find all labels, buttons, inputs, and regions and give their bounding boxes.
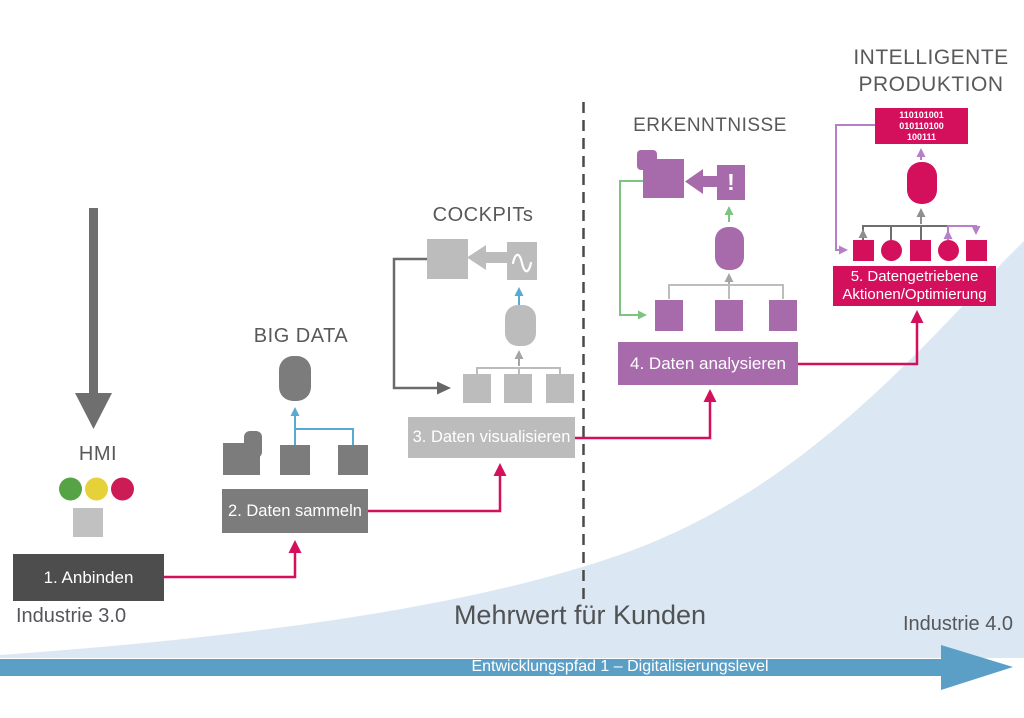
heading-line: INTELLIGENTE: [853, 46, 1009, 69]
data-square: [715, 300, 743, 331]
data-source-square: [280, 445, 310, 475]
blue-tree-lines: [294, 428, 354, 445]
hmi-terminal-icon: [73, 508, 103, 537]
actuator-square: [910, 240, 931, 261]
aggregator-pill-icon: [505, 305, 536, 346]
green-feedback-line: [619, 180, 647, 320]
actuator-square: [966, 240, 987, 261]
tree-lines: [862, 225, 948, 240]
binary-line: 100111: [906, 132, 937, 142]
data-source-square: [338, 445, 368, 475]
step-label-line: 5. Datengetriebene: [850, 268, 979, 285]
factory-icon: [637, 150, 684, 198]
step-box-1-anbinden: 1. Anbinden: [13, 554, 164, 601]
tree-lines: [476, 367, 561, 374]
data-square: [463, 374, 491, 403]
hmi-down-arrow-icon: [75, 208, 112, 429]
connector-step3-step4: [575, 389, 717, 440]
status-light-yellow: [85, 477, 108, 501]
hmi-heading: HMI: [78, 443, 118, 465]
connector-step4-step5: [798, 310, 924, 366]
connector-step2-step3: [368, 463, 507, 513]
data-square: [546, 374, 574, 403]
binary-data-box: 110101001 010110100 100111: [875, 108, 968, 144]
big-data-cluster: [223, 356, 368, 475]
database-pill-icon: [279, 356, 311, 401]
step-label-line: Aktionen/Optimierung: [842, 286, 987, 303]
binary-line: 010110100: [899, 121, 944, 131]
cockpits-cluster: [392, 239, 574, 403]
intelligente-produktion-cluster: [835, 124, 987, 261]
connector-step1-step2: [164, 540, 302, 579]
feedback-line: [392, 257, 451, 395]
dashboard-square-icon: [427, 239, 468, 279]
data-square: [655, 300, 683, 331]
alert-exclamation-icon: !: [727, 168, 735, 195]
violet-tree-lines: [947, 225, 981, 240]
industrie-40-label: Industrie 4.0: [902, 613, 1014, 635]
machine-icon: [223, 431, 262, 475]
controller-pill-icon: [907, 162, 937, 204]
development-path-arrow: [0, 645, 1013, 690]
heading-line: PRODUKTION: [858, 73, 1004, 96]
sine-wave-icon: [511, 253, 533, 273]
erkenntnisse-heading: ERKENNTNISSE: [633, 115, 787, 136]
alert-box-icon: [717, 165, 745, 200]
growth-wedge-background: [0, 241, 1024, 658]
data-square: [504, 374, 532, 403]
step-box-3-daten-visualisieren: 3. Daten visualisieren: [408, 417, 575, 458]
aggregator-pill-icon: [715, 227, 744, 270]
data-square: [769, 300, 797, 331]
cockpits-heading: COCKPITs: [432, 204, 534, 226]
actuator-square: [853, 240, 874, 261]
step-box-4-daten-analysieren: 4. Daten analysieren: [618, 342, 798, 385]
actuator-circle: [881, 240, 902, 261]
big-data-heading: BIG DATA: [253, 325, 349, 347]
violet-feedback-line: [835, 124, 875, 255]
thick-left-arrow-icon: [685, 169, 718, 194]
mehrwert-label: Mehrwert für Kunden: [453, 600, 707, 630]
step-connectors: [164, 310, 924, 579]
status-light-green: [59, 477, 82, 501]
step-box-5-datengetriebene-aktionen: 5. Datengetriebene Aktionen/Optimierung: [833, 266, 996, 306]
industrie-30-label: Industrie 3.0: [16, 605, 127, 627]
intelligente-produktion-heading: INTELLIGENTE PRODUKTION: [840, 44, 1022, 98]
thick-left-arrow-icon: [467, 245, 507, 270]
step-box-2-daten-sammeln: 2. Daten sammeln: [222, 489, 368, 533]
hmi-status-lights-icon: [59, 477, 134, 501]
binary-line: 110101001: [899, 110, 944, 120]
status-light-red: [111, 477, 134, 501]
development-path-label: Entwicklungspfad 1 – Digitalisierungslev…: [471, 658, 769, 675]
erkenntnisse-cluster: [619, 150, 797, 331]
actuator-circle: [938, 240, 959, 261]
tree-lines: [668, 284, 784, 299]
